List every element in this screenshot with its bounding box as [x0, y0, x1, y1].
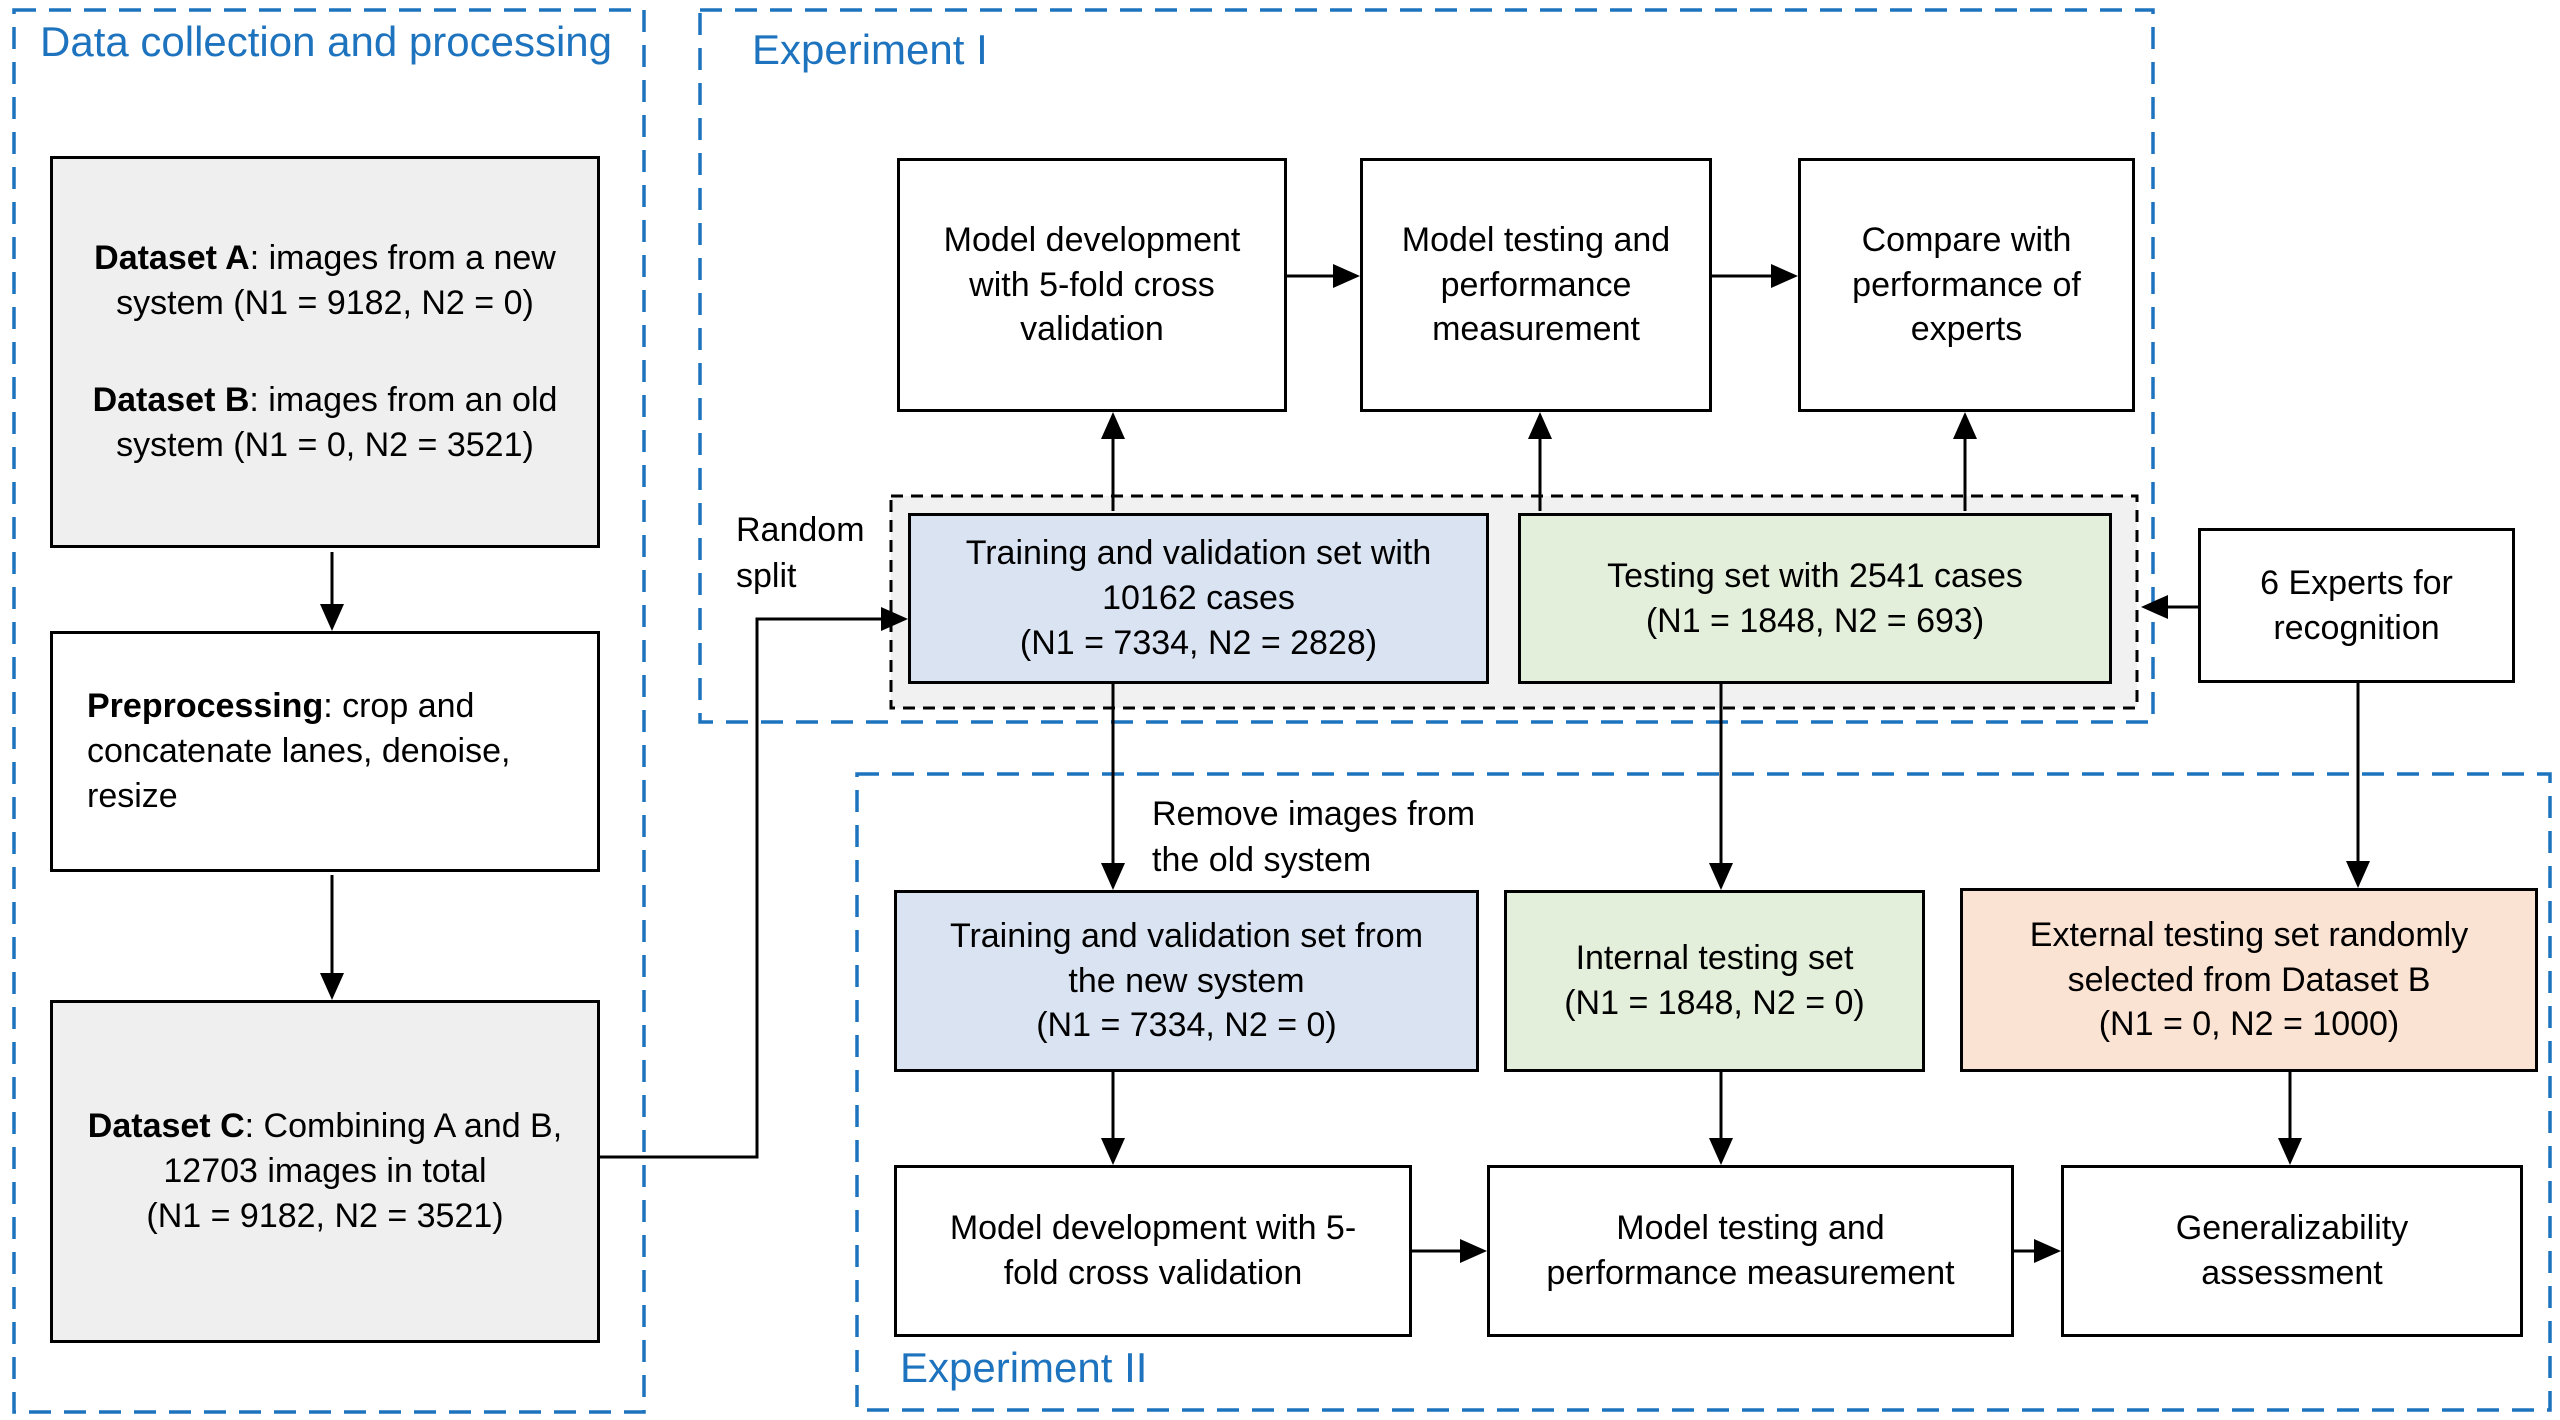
data-collection-panel-border — [12, 8, 646, 1414]
random-split-label: Random split — [736, 511, 865, 595]
training-validation-set-2-box: Training and validation set from the new… — [894, 890, 1479, 1072]
experiment2-panel-border — [855, 772, 2552, 1412]
dataset-c-text: Dataset C: Combining A and B, 12703 imag… — [87, 1107, 563, 1235]
training-validation-set-1-box: Training and validation set with 10162 c… — [908, 513, 1489, 684]
experiment1-panel-border — [698, 8, 2155, 724]
dataset-a-text: Dataset A: images from a new system (N1 … — [94, 239, 556, 323]
generalizability-box: Generalizability assessment — [2061, 1165, 2523, 1337]
model-development-2-box: Model development with 5- fold cross val… — [894, 1165, 1412, 1337]
dataset-b-label: Dataset B — [92, 381, 250, 419]
experts-box: 6 Experts for recognition — [2198, 528, 2515, 683]
dataset-b-text: Dataset B: images from an old system (N1… — [92, 381, 558, 464]
preprocessing-label: Preprocessing — [87, 687, 324, 726]
data-collection-panel-title: Data collection and processing — [40, 18, 613, 65]
compare-experts-box: Compare with performance of experts — [1798, 158, 2135, 412]
model-testing-2-box: Model testing and performance measuremen… — [1487, 1165, 2014, 1337]
dataset-ab-box: Dataset A: images from a new system (N1 … — [50, 156, 600, 548]
dataset-c-box: Dataset C: Combining A and B, 12703 imag… — [50, 1000, 600, 1343]
model-testing-1-box: Model testing and performance measuremen… — [1360, 158, 1712, 412]
dataset-c-label: Dataset C — [87, 1107, 245, 1146]
external-testing-set-box: External testing set randomly selected f… — [1960, 888, 2538, 1072]
internal-testing-set-box: Internal testing set (N1 = 1848, N2 = 0) — [1504, 890, 1925, 1072]
arrow-datasetc-to-trainval1 — [600, 607, 908, 1159]
testing-set-1-box: Testing set with 2541 cases (N1 = 1848, … — [1518, 513, 2112, 684]
experiment1-panel-title: Experiment I — [752, 26, 988, 73]
experiment2-panel-title: Experiment II — [900, 1344, 1148, 1391]
dataset-a-label: Dataset A — [94, 239, 250, 278]
model-development-1-box: Model development with 5-fold cross vali… — [897, 158, 1287, 412]
remove-images-label: Remove images from the old system — [1152, 795, 1476, 879]
preprocessing-box: Preprocessing: crop and concatenate lane… — [50, 631, 600, 872]
preprocessing-text: Preprocessing: crop and concatenate lane… — [87, 687, 511, 815]
